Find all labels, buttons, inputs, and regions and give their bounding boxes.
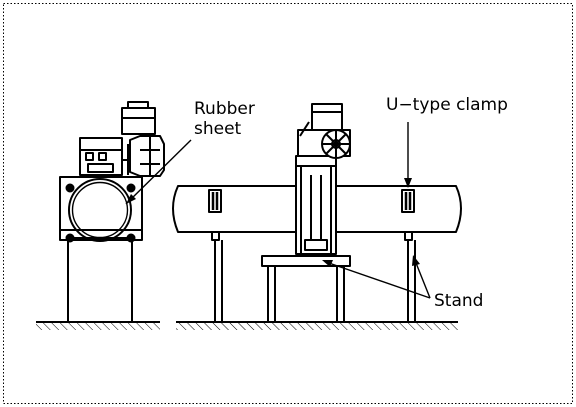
pipe	[172, 185, 462, 233]
end-view-stand	[67, 237, 133, 323]
end-view-actuator	[121, 107, 156, 135]
rubber-sheet-label-line1: Rubber	[194, 99, 255, 119]
rubber-sheet-leader	[125, 139, 192, 205]
center-stand-top	[261, 255, 351, 267]
ground-hatch-right	[176, 323, 458, 330]
u-type-clamp-label: U−type clamp	[386, 95, 508, 115]
ground-hatch-left	[36, 323, 160, 330]
stand-callout: Stand	[322, 255, 483, 311]
dotted-frame	[3, 3, 573, 404]
stand-label: Stand	[434, 291, 483, 311]
u-type-clamp-callout: U−type clamp	[386, 95, 508, 188]
right-clamp	[401, 189, 415, 213]
rubber-sheet-label-line2: sheet	[194, 119, 242, 139]
stand-leader-center	[325, 261, 431, 299]
left-clamp	[208, 189, 222, 213]
side-view	[172, 103, 462, 330]
rubber-sheet-callout: Rubber sheet	[125, 99, 255, 205]
end-view-gearbox	[79, 137, 123, 176]
end-view-pipe	[68, 178, 132, 242]
end-view	[36, 101, 165, 330]
